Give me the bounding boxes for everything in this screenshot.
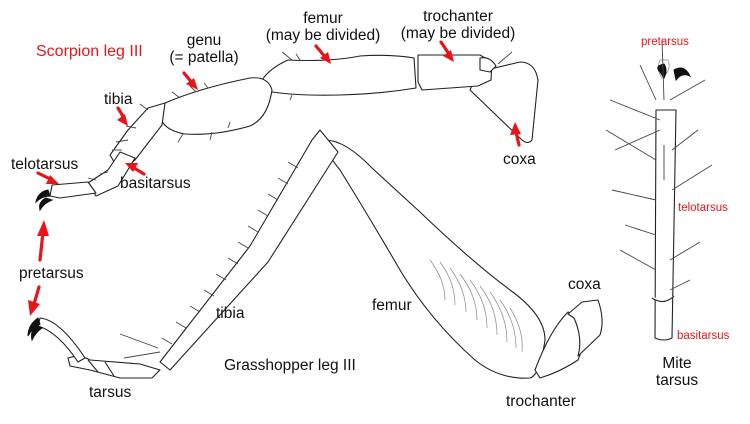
label-femur-line1: femur	[303, 10, 343, 27]
label-femur-line2: (may be divided)	[265, 27, 381, 44]
scorpion-genu	[159, 77, 273, 135]
arrow-pretarsus-up	[38, 230, 45, 262]
label-scorpion-coxa: coxa	[503, 151, 536, 168]
label-scorpion-tibia: tibia	[104, 91, 133, 108]
scorpion-leg	[35, 51, 539, 212]
label-mite-pretarsus: pretarsus	[641, 36, 689, 48]
scorpion-title: Scorpion leg III	[36, 43, 143, 60]
label-genu-line1: genu	[186, 32, 222, 49]
label-grasshopper-femur: femur	[372, 297, 412, 314]
label-scorpion-telotarsus: telotarsus	[11, 156, 79, 173]
scorpion-telotarsus	[49, 181, 97, 199]
label-grasshopper-tibia: tibia	[216, 305, 245, 322]
label-mite-telotarsus: telotarsus	[678, 202, 728, 214]
grasshopper-title: Grasshopper leg III	[224, 357, 356, 374]
grasshopper-tibia	[159, 129, 339, 371]
scorpion-claw	[35, 189, 54, 212]
label-femur: femur (may be divided)	[256, 10, 390, 44]
label-mite-basitarsus: basitarsus	[677, 330, 730, 342]
arrow-telotarsus	[36, 171, 52, 181]
label-genu-line2: (= patella)	[169, 49, 239, 66]
grasshopper-claw	[27, 317, 43, 342]
label-scorpion-basitarsus: basitarsus	[120, 175, 191, 192]
label-grasshopper-tarsus: tarsus	[89, 384, 132, 401]
mite-title-line1: Mite	[662, 355, 692, 372]
scorpion-femur	[261, 54, 417, 96]
mite-tarsus	[605, 39, 713, 341]
arrow-pretarsus-down	[32, 285, 41, 306]
scorpion-trochanter	[417, 54, 493, 91]
mite-title-line2: tarsus	[655, 372, 699, 389]
grasshopper-femur	[324, 139, 546, 379]
annotation-arrows	[28, 40, 521, 316]
label-trochanter-line2: (may be divided)	[400, 25, 516, 42]
arrow-basitarsus	[132, 166, 146, 176]
mite-title: Mite tarsus	[640, 355, 714, 389]
label-grasshopper-coxa: coxa	[568, 276, 601, 293]
grasshopper-tarsus	[67, 355, 161, 379]
label-trochanter: trochanter (may be divided)	[391, 8, 525, 42]
label-grasshopper-trochanter: trochanter	[506, 393, 576, 410]
label-genu: genu (= patella)	[163, 32, 245, 66]
arrow-trochanter	[439, 40, 451, 56]
label-trochanter-line1: trochanter	[423, 8, 493, 25]
grasshopper-coxa	[567, 299, 603, 357]
grasshopper-leg	[27, 129, 603, 379]
scorpion-basitarsus	[87, 151, 136, 197]
label-pretarsus: pretarsus	[19, 265, 84, 282]
